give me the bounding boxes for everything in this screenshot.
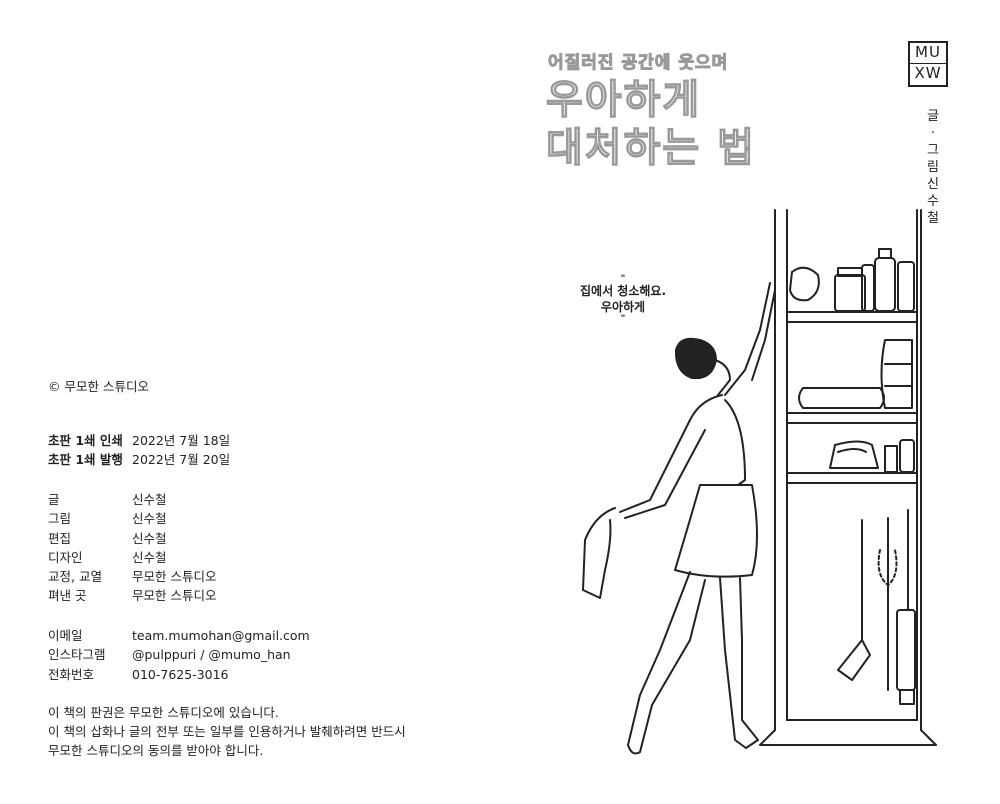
staff-label: 편집 <box>48 530 72 546</box>
staff-value: 신수철 <box>132 511 167 527</box>
staff-row: 교정, 교열 무모한 스튜디오 <box>48 567 216 586</box>
cover-title-line2: 대처하는 법 <box>545 124 756 171</box>
contact-row: 이메일 team.mumohan@gmail.com <box>48 626 310 645</box>
staff-value: 신수철 <box>132 492 167 507</box>
speech-line-2: 우아하게 <box>600 300 646 314</box>
edition-label: 초판 1쇄 인쇄 <box>48 433 123 448</box>
woman-illustration <box>582 266 820 755</box>
edition-value: 2022년 7월 20일 <box>132 452 231 468</box>
staff-value: 무모한 스튜디오 <box>132 588 217 604</box>
speech-text: " 집에서 청소해요. 우아하게 " <box>568 274 678 324</box>
publisher-logo: MU XW <box>908 41 948 87</box>
notice-line: 이 책의 삽화나 글의 전부 또는 일부를 인용하거나 발췌하려면 반드시 <box>48 724 406 739</box>
author-credit: 글·그림 신수철 <box>927 109 939 226</box>
phone-value: 010-7625-3016 <box>132 666 229 682</box>
cover-title-line1: 우아하게 <box>545 76 702 123</box>
edition-label: 초판 1쇄 발행 <box>48 452 123 468</box>
logo-bottom: XW <box>914 64 942 82</box>
edition-value: 2022년 7월 18일 <box>132 433 231 448</box>
contact-label: 전화번호 <box>48 666 95 682</box>
logo-top: MU <box>910 43 946 64</box>
cover-subtitle: 어질러진 공간에 웃으며 <box>547 53 729 74</box>
contact-label: 인스타그램 <box>48 647 106 663</box>
staff-row: 편집 신수철 <box>48 529 216 548</box>
staff-value: 무모한 스튜디오 <box>132 569 217 585</box>
edition-row: 초판 1쇄 인쇄 2022년 7월 18일 <box>48 431 230 450</box>
contact-row: 전화번호 010-7625-3016 <box>48 665 310 684</box>
edition-row: 초판 1쇄 발행 2022년 7월 20일 <box>48 450 230 469</box>
staff-row: 디자인 신수철 <box>48 548 216 567</box>
open-quote: " <box>620 274 626 284</box>
staff-label: 디자인 <box>48 549 83 565</box>
contact-row: 인스타그램 @pulppuri / @mumo_han <box>48 645 310 664</box>
staff-row: 글 신수철 <box>48 490 216 509</box>
instagram-value: @pulppuri / @mumo_han <box>132 647 291 663</box>
staff-value: 신수철 <box>132 549 167 565</box>
contact-info: 이메일 team.mumohan@gmail.com 인스타그램 @pulppuri… <box>48 626 310 684</box>
contact-label: 이메일 <box>48 628 83 643</box>
staff-value: 신수철 <box>132 530 167 546</box>
copyright: © 무모한 스튜디오 <box>48 379 149 394</box>
email-value: team.mumohan@gmail.com <box>132 628 310 643</box>
staff-row: 그림 신수철 <box>48 509 216 528</box>
copyright-notice: 이 책의 판권은 무모한 스튜디오에 있습니다. 이 책의 삽화나 글의 전부 … <box>48 703 406 760</box>
staff-label: 펴낸 곳 <box>48 588 87 604</box>
staff-label: 교정, 교열 <box>48 569 102 585</box>
close-quote: " <box>620 314 626 324</box>
edition-info: 초판 1쇄 인쇄 2022년 7월 18일 초판 1쇄 발행 2022년 7월 20… <box>48 431 230 470</box>
cabinet-illustration <box>759 209 937 746</box>
staff-label: 글 <box>48 492 60 507</box>
staff-label: 그림 <box>48 511 72 527</box>
notice-line: 이 책의 판권은 무모한 스튜디오에 있습니다. <box>48 705 279 720</box>
notice-line: 무모한 스튜디오의 동의를 받아야 합니다. <box>48 743 264 758</box>
speech-line-1: 집에서 청소해요. <box>579 284 667 298</box>
staff-row: 펴낸 곳 무모한 스튜디오 <box>48 586 216 605</box>
